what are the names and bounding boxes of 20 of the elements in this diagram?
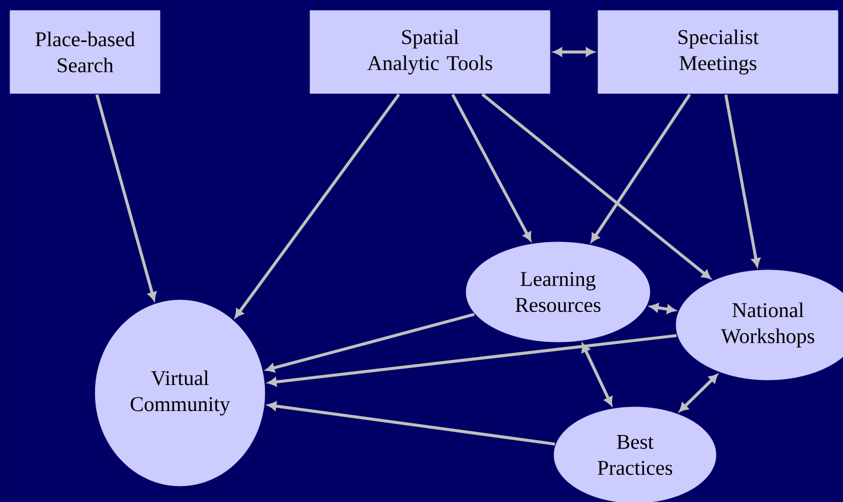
ellipse-node: Best Practices: [554, 406, 716, 502]
arrow: [95, 94, 156, 301]
ellipse-node: Virtual Community: [94, 300, 266, 486]
arrow: [724, 94, 760, 267]
arrow: [481, 93, 711, 279]
arrow: [554, 48, 594, 56]
arrow: [590, 94, 691, 242]
process-box: Place-based Search: [10, 10, 160, 94]
arrow: [266, 312, 475, 372]
arrow: [268, 334, 677, 386]
arrow: [268, 402, 556, 446]
arrow: [234, 94, 400, 318]
process-box: Specialist Meetings: [598, 10, 838, 94]
arrow: [650, 303, 676, 314]
arrow: [679, 374, 718, 412]
ellipse-node: National Workshops: [676, 270, 843, 380]
arrow: [451, 94, 532, 241]
process-box: Spatial Analytic Tools: [310, 10, 550, 94]
arrow: [582, 344, 612, 406]
ellipse-node: Learning Resources: [466, 242, 650, 342]
